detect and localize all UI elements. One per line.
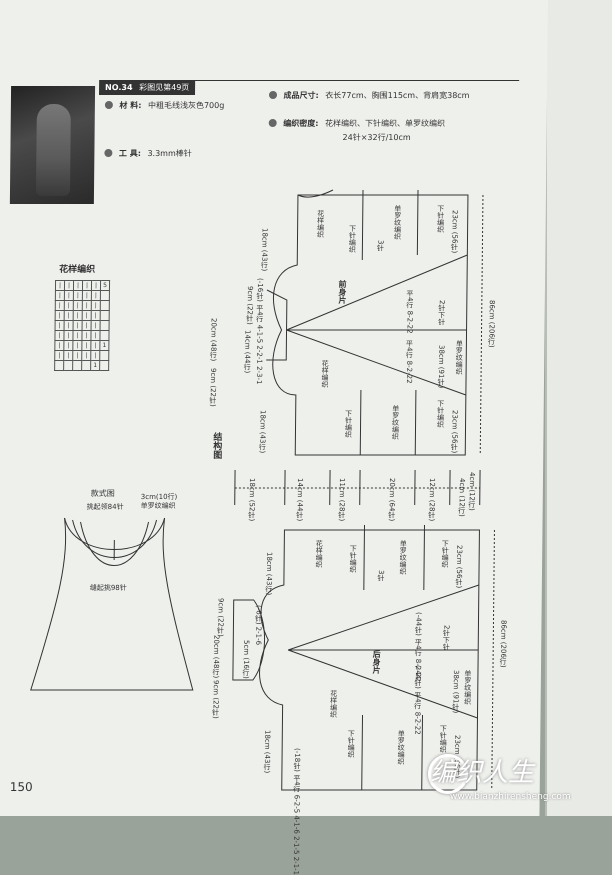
back-sleeve-h-2: 18cm (43行) <box>262 730 272 773</box>
back-knit-bottom: 下针编织 <box>346 730 356 758</box>
front-armhole: 20cm (48行) <box>208 318 218 361</box>
dress-outline <box>31 518 195 690</box>
back-neck: 5cm (16行) <box>241 640 251 679</box>
front-knit-top: 下针编织 <box>347 225 357 253</box>
back-neck-dec: (-6针) 2-1-6 <box>253 605 263 645</box>
front-shoulder: 9cm (22针) <box>245 286 255 325</box>
back-divider-top <box>364 525 365 590</box>
front-rib-bottom: 单罗纹编织 <box>390 405 400 440</box>
front-hem: 4cm (12行) <box>467 472 477 511</box>
scale-2: 11cm (28针) <box>337 478 347 521</box>
front-bottom-w: 9cm (22针) <box>208 368 218 407</box>
front-w23-bottom: 23cm (56针) <box>449 410 459 453</box>
front-3needle: 3针 <box>375 240 385 251</box>
scale-3: 20cm (64针) <box>387 478 397 521</box>
back-bottom-w: 9cm (22针) <box>210 680 220 719</box>
front-name: 前身片 <box>337 280 348 304</box>
front-w23-top: 23cm (56针) <box>449 210 459 253</box>
back-rib-bottom: 单罗纹编织 <box>396 730 406 765</box>
back-flower-top: 花样编织 <box>314 540 324 568</box>
page-number: 150 <box>10 780 33 794</box>
back-len: 86cm (206行) <box>498 620 508 668</box>
back-length-measure <box>492 530 495 790</box>
front-neck-step <box>266 290 287 360</box>
back-rib-mid: 单罗纹编织 <box>463 670 473 705</box>
back-name: 后身片 <box>371 650 382 674</box>
front-dec1: 平4行 8-2-22 <box>405 290 415 334</box>
pattern-page: NO.34 彩图见第49页 材 料: 中粗毛线浅灰色700g 工 具: 3.3m… <box>0 0 548 816</box>
front-divider-bottom-2 <box>415 390 416 455</box>
front-dec2: 平4行 8-2-22 <box>404 340 414 384</box>
scale-1: 14cm (44针) <box>295 478 305 521</box>
front-neck-dec: (-16针) 平4行 4-1-5 2-2-1 2-3-1 <box>254 278 265 385</box>
front-divider-top <box>362 190 363 260</box>
front-divider-bottom <box>360 390 361 455</box>
front-sleeve-h: 18cm (43行) <box>259 228 269 271</box>
back-armhole: 20cm (48行) <box>211 635 221 678</box>
back-divider-top-2 <box>424 525 425 590</box>
scale-0: 18cm (52针) <box>247 478 257 521</box>
scale-5: 4cm (12行) <box>457 478 467 517</box>
scale-4: 12cm (28针) <box>427 478 437 521</box>
back-dec2: (-44针) 平4行 8-2-22 <box>412 665 423 735</box>
structure-title: 结构图 <box>210 432 223 459</box>
back-knit-top-2: 下针编织 <box>440 540 450 568</box>
front-knit-top-2: 下针编织 <box>436 205 446 233</box>
back-3needle: 3针 <box>376 570 386 581</box>
front-shoulder-curve <box>298 190 333 197</box>
front-divider-top-2 <box>417 190 418 255</box>
front-rib-mid: 单罗纹编织 <box>454 340 464 375</box>
front-w38: 38cm (91针) <box>436 345 446 388</box>
front-rib-top: 单罗纹编织 <box>392 205 402 240</box>
front-length-measure <box>480 195 483 455</box>
front-knit-bottom-2: 下针编织 <box>436 400 446 428</box>
back-divider-bottom <box>362 715 363 790</box>
back-side-dec: 2针下针 <box>441 625 451 650</box>
front-len: 86cm (206行) <box>486 300 496 348</box>
back-knit-top: 下针编织 <box>348 545 358 573</box>
back-sleeve-h: 18cm (43行) <box>264 552 274 595</box>
front-knit-bottom: 下针编织 <box>343 410 353 438</box>
front-neck: 14cm (44行) <box>242 330 252 373</box>
back-knit-bottom-2: 下针编织 <box>438 725 448 753</box>
watermark-text: 编织人生 <box>430 752 534 789</box>
back-flower-bottom: 花样编织 <box>328 690 338 718</box>
back-w23-top: 23cm (56针) <box>454 545 464 588</box>
style-diagram <box>31 518 195 690</box>
front-side-dec: 2针下针 <box>437 300 447 325</box>
front-sleeve-h-2: 18cm (43行) <box>257 410 267 453</box>
front-flower-bottom: 花样编织 <box>320 360 330 388</box>
middle-scale <box>235 470 480 505</box>
back-shoulder: 9cm (22针) <box>215 598 225 637</box>
back-w38: 38cm (91针) <box>451 670 461 713</box>
next-page-edge <box>545 0 612 816</box>
back-rib-top: 单罗纹编织 <box>398 540 408 575</box>
front-flower-top: 花样编织 <box>316 210 326 238</box>
watermark-url: www.bianzhirensheng.com <box>450 792 571 802</box>
back-arm-dec: (-18针) 平4行 6-2-5 4-1-6 2-1-5 2-1-1 <box>291 748 302 875</box>
